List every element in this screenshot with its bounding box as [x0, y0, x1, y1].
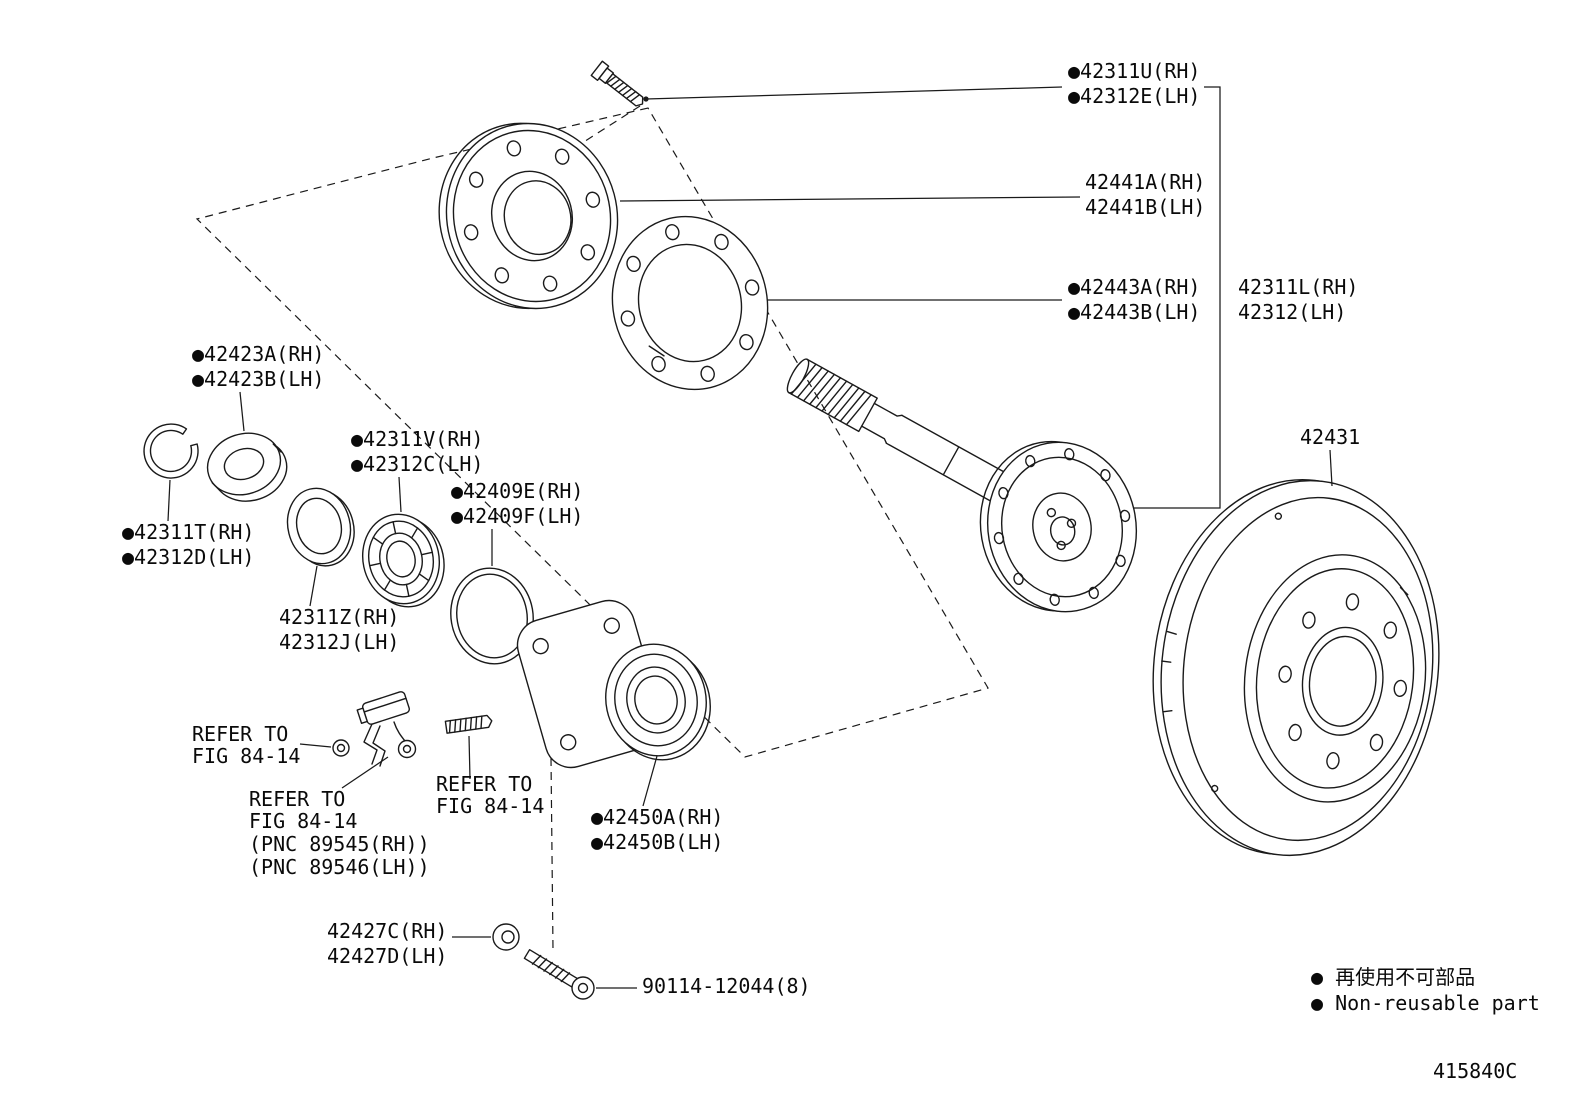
abs-sensor-drawing: [356, 691, 417, 767]
label-oil-seal-rh: ●42311V(RH): [351, 427, 483, 451]
brake-disc-drawing: [1152, 478, 1440, 857]
label-oil-seal-lh: ●42312C(LH): [351, 452, 483, 476]
label-refer-sensor-2: FIG 84-14: [249, 809, 357, 833]
label-plug-rh: 42427C(RH): [327, 919, 447, 943]
label-hub-assy-lh: ●42450B(LH): [591, 830, 723, 854]
legend-non-reusable-en: ● Non-reusable part: [1311, 991, 1540, 1015]
label-washer-lh: 42312J(LH): [279, 630, 399, 654]
axle-shaft-drawing: [786, 358, 1138, 613]
label-refer-center-1: REFER TO: [436, 772, 532, 796]
label-plug-lh: 42427D(LH): [327, 944, 447, 968]
axle-flange-plate-drawing: [438, 122, 619, 310]
oil-seal-drawing: [361, 513, 445, 608]
label-gasket-rh: ●42443A(RH): [1068, 275, 1200, 299]
label-refer-left-1: REFER TO: [192, 722, 288, 746]
label-bearing-rh: ●42423A(RH): [192, 342, 324, 366]
hub-bearing-assembly-drawing: [516, 599, 711, 769]
label-hub-assy-rh: ●42450A(RH): [591, 805, 723, 829]
bearing-drawing: [206, 432, 288, 502]
label-bearing-lh: ●42423B(LH): [192, 367, 324, 391]
part-labels: ●42311U(RH) ●42312E(LH) 42441A(RH) 42441…: [122, 59, 1360, 998]
long-bolt-drawing: [523, 949, 595, 1000]
label-hub-bolt-rh: ●42311U(RH): [1068, 59, 1200, 83]
label-snap-ring-rh: ●42311T(RH): [122, 520, 254, 544]
gasket-drawing: [611, 215, 769, 391]
label-brake-disc: 42431: [1300, 425, 1360, 449]
o-ring-drawing: [450, 567, 534, 665]
label-snap-ring-lh: ●42312D(LH): [122, 545, 254, 569]
figure-code: 415840C: [1433, 1059, 1517, 1083]
label-axle-shaft-lh: 42312(LH): [1238, 300, 1346, 324]
label-refer-sensor-4: (PNC 89546(LH)): [249, 855, 430, 879]
label-washer-rh: 42311Z(RH): [279, 605, 399, 629]
label-o-ring-lh: ●42409F(LH): [451, 504, 583, 528]
legend: ● 再使用不可部品 ● Non-reusable part: [1311, 965, 1540, 1015]
label-axle-flange-plate-rh: 42441A(RH): [1085, 170, 1205, 194]
plug-drawing: [492, 923, 520, 951]
washer-drawing: [286, 487, 355, 567]
stud-bolt-drawing: [444, 714, 493, 734]
snap-ring-drawing: [143, 423, 199, 479]
label-refer-sensor-3: (PNC 89545(RH)): [249, 832, 430, 856]
label-o-ring-rh: ●42409E(RH): [451, 479, 583, 503]
label-refer-center-2: FIG 84-14: [436, 794, 544, 818]
label-axle-shaft-rh: 42311L(RH): [1238, 275, 1358, 299]
sensor-grommet-drawing: [332, 739, 350, 757]
label-refer-sensor-1: REFER TO: [249, 787, 345, 811]
label-refer-left-2: FIG 84-14: [192, 744, 300, 768]
leader-lines: [167, 86, 1333, 989]
label-gasket-lh: ●42443B(LH): [1068, 300, 1200, 324]
label-long-bolt: 90114-12044(8): [642, 974, 811, 998]
label-hub-bolt-lh: ●42312E(LH): [1068, 84, 1200, 108]
label-axle-flange-plate-lh: 42441B(LH): [1085, 195, 1205, 219]
legend-non-reusable-jp: ● 再使用不可部品: [1311, 965, 1475, 989]
hub-bolt-drawing: [590, 60, 644, 107]
